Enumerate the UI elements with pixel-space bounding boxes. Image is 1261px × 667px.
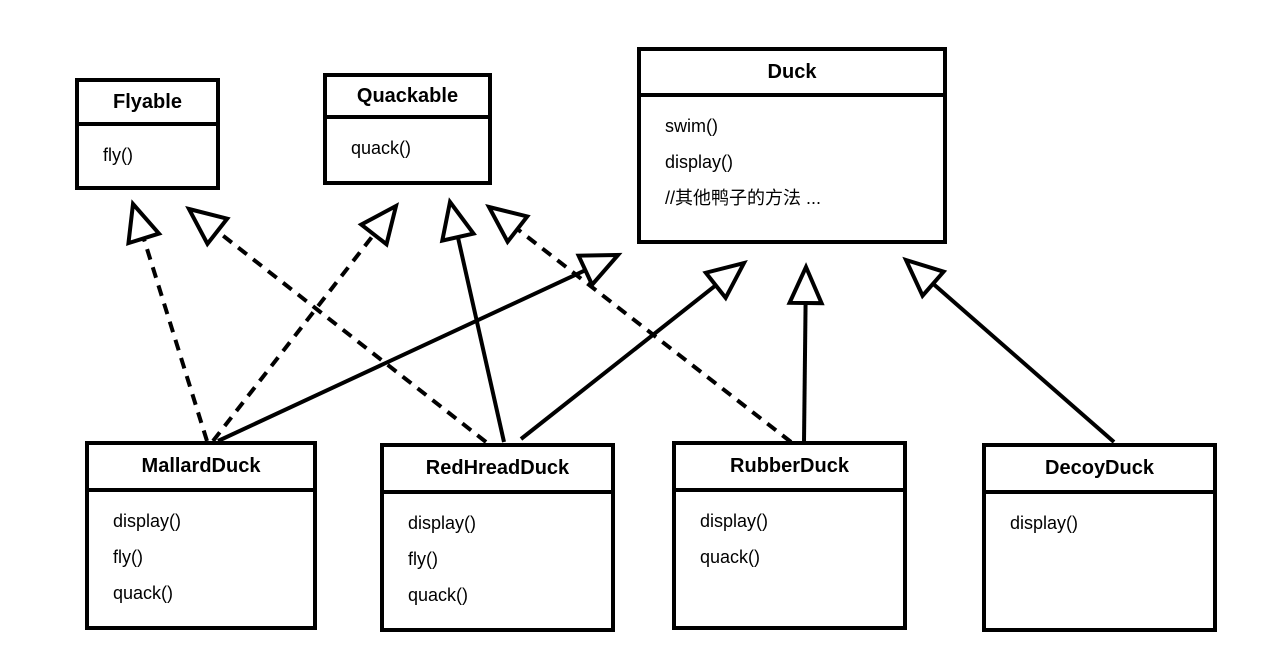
arrow-redhreadduck-to-duck [519,259,748,441]
hollow-triangle-arrowhead [575,252,623,289]
extends-line [455,233,506,443]
class-title: RedHreadDuck [384,447,611,494]
class-method: fly() [408,549,438,569]
class-method: swim() [665,116,718,136]
class-title: Flyable [79,82,216,126]
class-method: display() [665,152,734,172]
implements-line [211,230,378,443]
hollow-triangle-arrowhead [702,259,748,302]
class-method: quack() [351,138,412,158]
arrow-redhreadduck-to-quackable [439,197,506,443]
class-box-flyable: Flyable fly() [75,78,220,190]
arrow-mallardduck-to-flyable [126,199,209,442]
class-box-mallard-duck: MallardDuck display() fly() quack() [85,441,317,630]
class-method: quack() [408,585,469,605]
arrow-mallardduck-to-duck [217,252,623,443]
class-box-redhread-duck: RedHreadDuck display() fly() quack() [380,443,615,632]
hollow-triangle-arrowhead [786,262,825,306]
hollow-triangle-arrowhead [902,256,948,300]
class-method: display() [1010,513,1079,533]
implements-line [513,225,793,444]
implements-line [140,234,209,442]
class-method-list: display() [986,494,1213,541]
class-box-decoy-duck: DecoyDuck display() [982,443,1217,632]
extends-line [217,267,589,443]
class-method: quack() [700,547,761,567]
arrow-mallardduck-to-quackable [211,202,400,443]
class-method-list: quack() [327,119,488,166]
class-title: Duck [641,51,943,97]
class-box-rubber-duck: RubberDuck display() quack() [672,441,907,630]
implements-line [213,227,488,444]
hollow-triangle-arrowhead [357,202,400,248]
hollow-triangle-arrowhead [439,197,477,244]
class-method: quack() [113,583,174,603]
class-method-list: display() fly() quack() [384,494,611,613]
hollow-triangle-arrowhead [126,199,163,246]
class-method-list: fly() [79,126,216,173]
extends-line [519,281,720,441]
extends-line [802,299,808,443]
class-method: display() [113,511,182,531]
class-method-list: swim() display() //其他鸭子的方法 ... [641,97,943,216]
class-method-list: display() quack() [676,492,903,575]
arrow-rubberduck-to-quackable [485,203,793,444]
extends-line [929,280,1116,444]
arrow-redhreadduck-to-flyable [185,205,488,444]
class-title: Quackable [327,77,488,119]
class-box-quackable: Quackable quack() [323,73,492,185]
class-method: display() [408,513,477,533]
class-title: DecoyDuck [986,447,1213,494]
class-method: fly() [103,145,133,165]
hollow-triangle-arrowhead [185,205,231,248]
class-box-duck: Duck swim() display() //其他鸭子的方法 ... [637,47,947,244]
class-method: display() [700,511,769,531]
class-method: //其他鸭子的方法 ... [665,188,822,208]
arrow-decoyduck-to-duck [902,256,1116,444]
class-method-list: display() fly() quack() [89,492,313,611]
class-title: MallardDuck [89,445,313,492]
hollow-triangle-arrowhead [485,203,531,246]
class-title: RubberDuck [676,445,903,492]
class-method: fly() [113,547,143,567]
arrow-rubberduck-to-duck [786,262,825,443]
